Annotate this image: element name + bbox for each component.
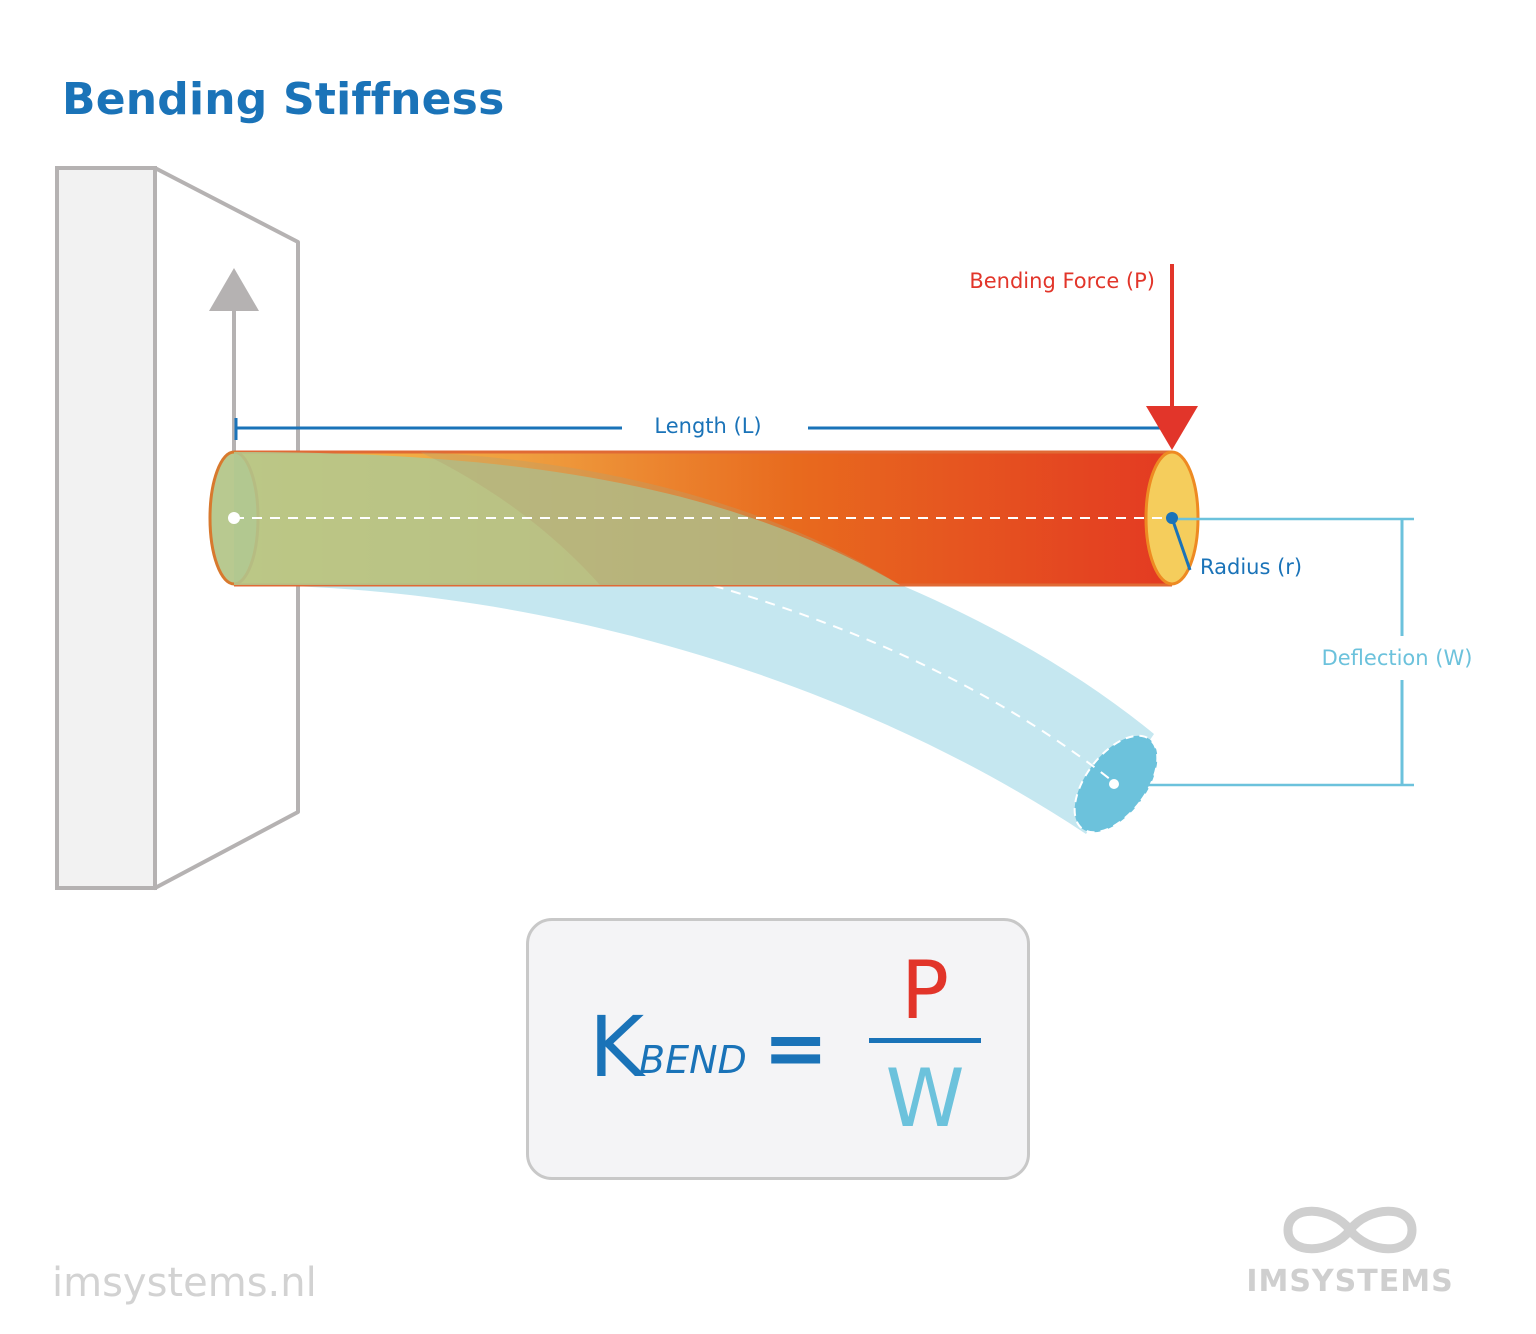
formula-denominator: W xyxy=(885,1052,965,1145)
radius-label: Radius (r) xyxy=(1200,555,1302,579)
deflection-dimension: Deflection (W) xyxy=(1140,517,1473,787)
wall-front-face xyxy=(55,166,157,890)
length-label: Length (L) xyxy=(654,414,761,438)
deflection-label: Deflection (W) xyxy=(1322,646,1473,670)
length-dimension: Length (L) xyxy=(234,414,1172,440)
rod-start-point xyxy=(228,512,240,524)
infinity-logo-icon xyxy=(1283,1206,1417,1254)
bending-force-arrow: Bending Force (P) xyxy=(969,264,1198,450)
formula-equals: = xyxy=(763,1004,829,1094)
stiffness-formula-box: K BEND = P W xyxy=(526,918,1030,1180)
rod-end-center-point xyxy=(1166,512,1178,524)
force-arrow-head-icon xyxy=(1146,406,1198,450)
wall-axis-arrow-icon xyxy=(209,268,259,311)
deflected-end-point xyxy=(1109,779,1119,789)
deflected-centerline xyxy=(233,517,1117,785)
formula-subscript: BEND xyxy=(639,1038,747,1082)
diagram-title: Bending Stiffness xyxy=(62,74,505,125)
logo-wordmark: IMSYSTEMS xyxy=(1246,1264,1454,1299)
radius-line xyxy=(1170,517,1192,571)
formula-numerator: P xyxy=(900,944,950,1037)
website-text: imsystems.nl xyxy=(52,1260,317,1306)
formula-k: K xyxy=(589,998,645,1096)
bending-force-label: Bending Force (P) xyxy=(969,269,1155,293)
rod-overlap-blend xyxy=(420,452,900,585)
brand-logo: IMSYSTEMS xyxy=(1240,1198,1480,1308)
fraction-bar xyxy=(869,1038,981,1043)
